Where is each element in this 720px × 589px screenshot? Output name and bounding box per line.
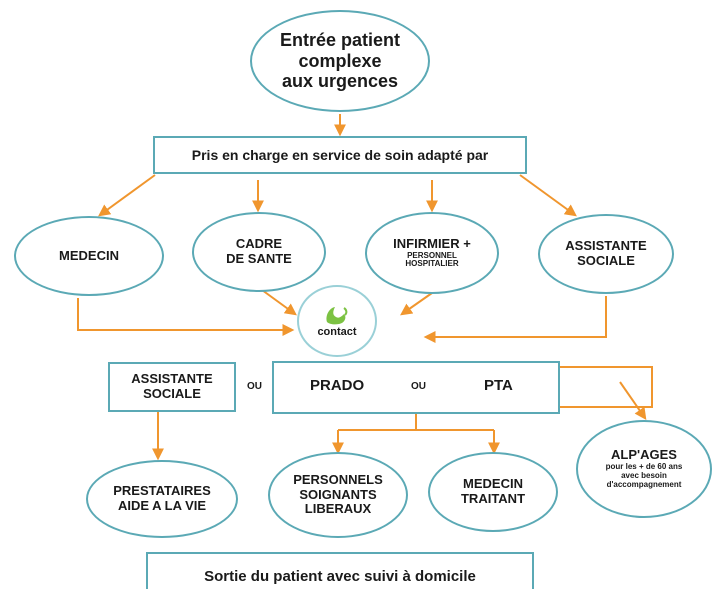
arrow-infirmier-to-contact [400,292,433,316]
assistante-sociale-top-node: ASSISTANTE SOCIALE [538,214,674,294]
personnels-line-1: PERSONNELS [293,471,383,487]
prado-label: PRADO [310,377,365,394]
arrow-assistante-to-contact [423,296,607,343]
contact-node: contact [297,285,377,357]
contact-label: contact [317,325,357,338]
arrow-care-to-medecin [98,174,156,217]
assistante-mid-line-2: SOCIALE [143,386,201,401]
entry-node: Entrée patient complexe aux urgences [250,10,430,112]
exit-label: Sortie du patient avec suivi à domicile [204,568,476,585]
arrow-pta-to-alpages [619,381,647,420]
personnels-line-2: SOIGNANTS [299,486,377,502]
infirmier-sub-2: HOSPITALIER [405,259,459,269]
medecin-traitant-line-2: TRAITANT [460,491,526,506]
exit-box: Sortie du patient avec suivi à domicile [146,552,534,589]
medecin-node: MEDECIN [14,216,164,296]
alpages-sub-1: pour les + de 60 ans [605,462,683,472]
alpages-title: ALP'AGES [611,447,677,463]
care-header-label: Pris en charge en service de soin adapté… [191,146,489,163]
prestataires-line-1: PRESTATAIRES [113,483,211,499]
prestataires-node: PRESTATAIRES AIDE A LA VIE [86,460,238,538]
care-header-box: Pris en charge en service de soin adapté… [153,136,527,174]
prestataires-line-2: AIDE A LA VIE [117,498,207,513]
ou-left-label: OU [247,381,262,392]
arrow-care-to-assistante [519,174,577,217]
alpages-node: ALP'AGES pour les + de 60 ans avec besoi… [576,420,712,518]
personnels-line-3: LIBERAUX [304,501,372,517]
assistante-top-line-2: SOCIALE [577,253,635,268]
arrow-medecin-to-contact [77,298,295,336]
infirmier-sub-1: PERSONNEL [407,250,457,260]
medecin-label: MEDECIN [59,247,119,263]
entry-line-2: complexe [298,50,382,71]
assistante-sociale-mid-box: ASSISTANTE SOCIALE [108,362,236,412]
infirmier-node: INFIRMIER + PERSONNEL HOSPITALIER [365,212,499,294]
cadre-sante-node: CADRE DE SANTE [192,212,326,292]
prado-pta-box [272,361,560,414]
cadre-line-1: CADRE [235,236,283,252]
assistante-mid-line-1: ASSISTANTE [131,371,213,387]
alpages-sub-3: d'accompagnement [606,479,682,489]
medecin-traitant-line-1: MEDECIN [463,476,523,492]
infirmier-label: INFIRMIER + [393,235,471,251]
phone-icon [326,306,348,325]
assistante-top-line-1: ASSISTANTE [565,238,647,254]
entry-line-1: Entrée patient [279,29,401,50]
pta-label: PTA [484,377,513,394]
personnels-liberaux-node: PERSONNELS SOIGNANTS LIBERAUX [268,452,408,538]
entry-line-3: aux urgences [281,71,399,92]
arrow-cadre-to-contact [261,289,297,316]
medecin-traitant-node: MEDECIN TRAITANT [428,452,558,532]
cadre-line-2: DE SANTE [226,251,292,266]
alpages-sub-2: avec besoin [621,471,667,481]
ou-right-label: OU [411,381,426,392]
